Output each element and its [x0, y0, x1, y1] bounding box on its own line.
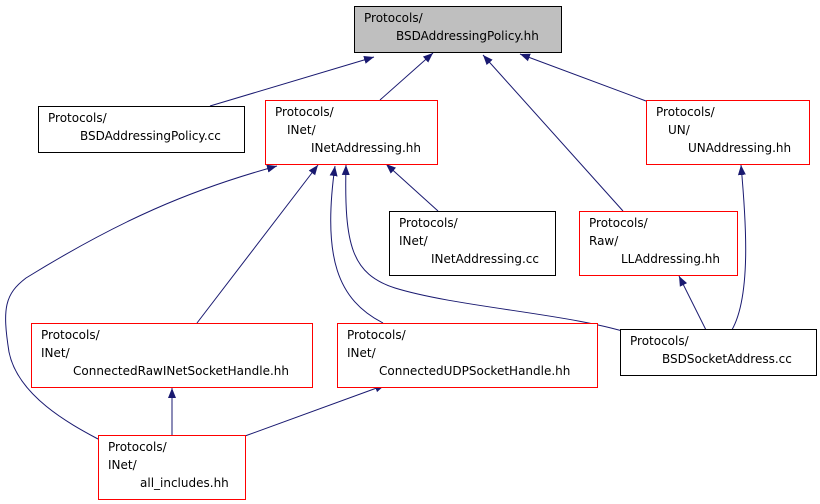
node-label-line: Protocols/ — [48, 111, 108, 125]
node-label-line: Protocols/ — [347, 328, 407, 342]
node-inet-addressing-cc[interactable]: Protocols/INet/INetAddressing.cc — [389, 211, 556, 276]
node-box — [579, 211, 738, 276]
node-box — [389, 211, 556, 276]
node-label-line: Protocols/ — [108, 440, 168, 454]
node-box — [265, 100, 438, 165]
node-label-line: Protocols/ — [275, 105, 335, 119]
node-box — [31, 323, 313, 388]
edge-ll-addressing-hh-to-bsd-addressing-policy-hh — [482, 54, 624, 212]
edges-layer — [5, 52, 747, 440]
node-bsd-addressing-policy-hh[interactable]: Protocols/BSDAddressingPolicy.hh — [354, 6, 562, 53]
node-label-line: INet/ — [108, 458, 138, 472]
edge-all-includes-hh-to-connected-udp-socket-handle-hh — [244, 384, 386, 437]
edge-un-addressing-hh-to-bsd-addressing-policy-hh — [519, 53, 647, 102]
node-all-includes-hh[interactable]: Protocols/INet/all_includes.hh — [98, 435, 246, 500]
edge-inet-addressing-hh-to-bsd-addressing-policy-hh — [379, 52, 434, 101]
node-label-line: Protocols/ — [589, 216, 649, 230]
node-label-line: INet/ — [399, 234, 429, 248]
node-label-line: BSDAddressingPolicy.hh — [396, 29, 539, 43]
node-label-line: LLAddressing.hh — [621, 252, 720, 266]
edge-bsd-socket-address-cc-to-un-addressing-hh — [729, 164, 747, 334]
node-ll-addressing-hh[interactable]: Protocols/Raw/LLAddressing.hh — [579, 211, 738, 276]
node-label-line: BSDAddressingPolicy.cc — [80, 129, 221, 143]
node-label-line: INet/ — [347, 346, 377, 360]
node-un-addressing-hh[interactable]: Protocols/UN/UNAddressing.hh — [646, 100, 810, 165]
edge-connected-udp-socket-handle-hh-to-inet-addressing-hh — [329, 165, 384, 324]
node-label-line: all_includes.hh — [140, 476, 229, 490]
node-label-line: INet/ — [287, 123, 317, 137]
node-label-line: INetAddressing.cc — [431, 252, 539, 266]
node-box — [646, 100, 810, 165]
nodes-layer: Protocols/BSDAddressingPolicy.hhProtocol… — [31, 6, 817, 500]
node-bsd-addressing-policy-cc[interactable]: Protocols/BSDAddressingPolicy.cc — [38, 106, 245, 153]
edge-inet-addressing-cc-to-inet-addressing-hh — [385, 163, 439, 212]
edge-all-includes-hh-to-inet-addressing-hh — [5, 164, 278, 440]
node-connected-raw-inet-socket-handle-hh[interactable]: Protocols/INet/ConnectedRawINetSocketHan… — [31, 323, 313, 388]
node-box — [98, 435, 246, 500]
node-box — [337, 323, 598, 388]
node-label-line: ConnectedUDPSocketHandle.hh — [379, 364, 570, 378]
node-label-line: Protocols/ — [41, 328, 101, 342]
edge-bsd-addressing-policy-cc-to-bsd-addressing-policy-hh — [209, 56, 375, 107]
node-label-line: Protocols/ — [630, 334, 690, 348]
node-label-line: UNAddressing.hh — [688, 141, 791, 155]
node-box — [38, 106, 245, 153]
edge-bsd-socket-address-cc-to-inet-addressing-hh — [341, 164, 639, 337]
edge-bsd-socket-address-cc-to-ll-addressing-hh — [678, 275, 707, 331]
edge-connected-raw-inet-socket-handle-hh-to-inet-addressing-hh — [196, 164, 319, 324]
node-label-line: Protocols/ — [399, 216, 459, 230]
node-box — [354, 6, 562, 53]
node-label-line: INet/ — [41, 346, 71, 360]
node-label-line: BSDSocketAddress.cc — [662, 352, 792, 366]
node-bsd-socket-address-cc[interactable]: Protocols/BSDSocketAddress.cc — [620, 329, 817, 376]
node-inet-addressing-hh[interactable]: Protocols/INet/INetAddressing.hh — [265, 100, 438, 165]
node-label-line: ConnectedRawINetSocketHandle.hh — [73, 364, 289, 378]
node-connected-udp-socket-handle-hh[interactable]: Protocols/INet/ConnectedUDPSocketHandle.… — [337, 323, 598, 388]
node-label-line: Protocols/ — [364, 11, 424, 25]
node-label-line: INetAddressing.hh — [311, 141, 421, 155]
node-box — [620, 329, 817, 376]
node-label-line: Raw/ — [589, 234, 619, 248]
node-label-line: UN/ — [668, 123, 691, 137]
node-label-line: Protocols/ — [656, 105, 716, 119]
